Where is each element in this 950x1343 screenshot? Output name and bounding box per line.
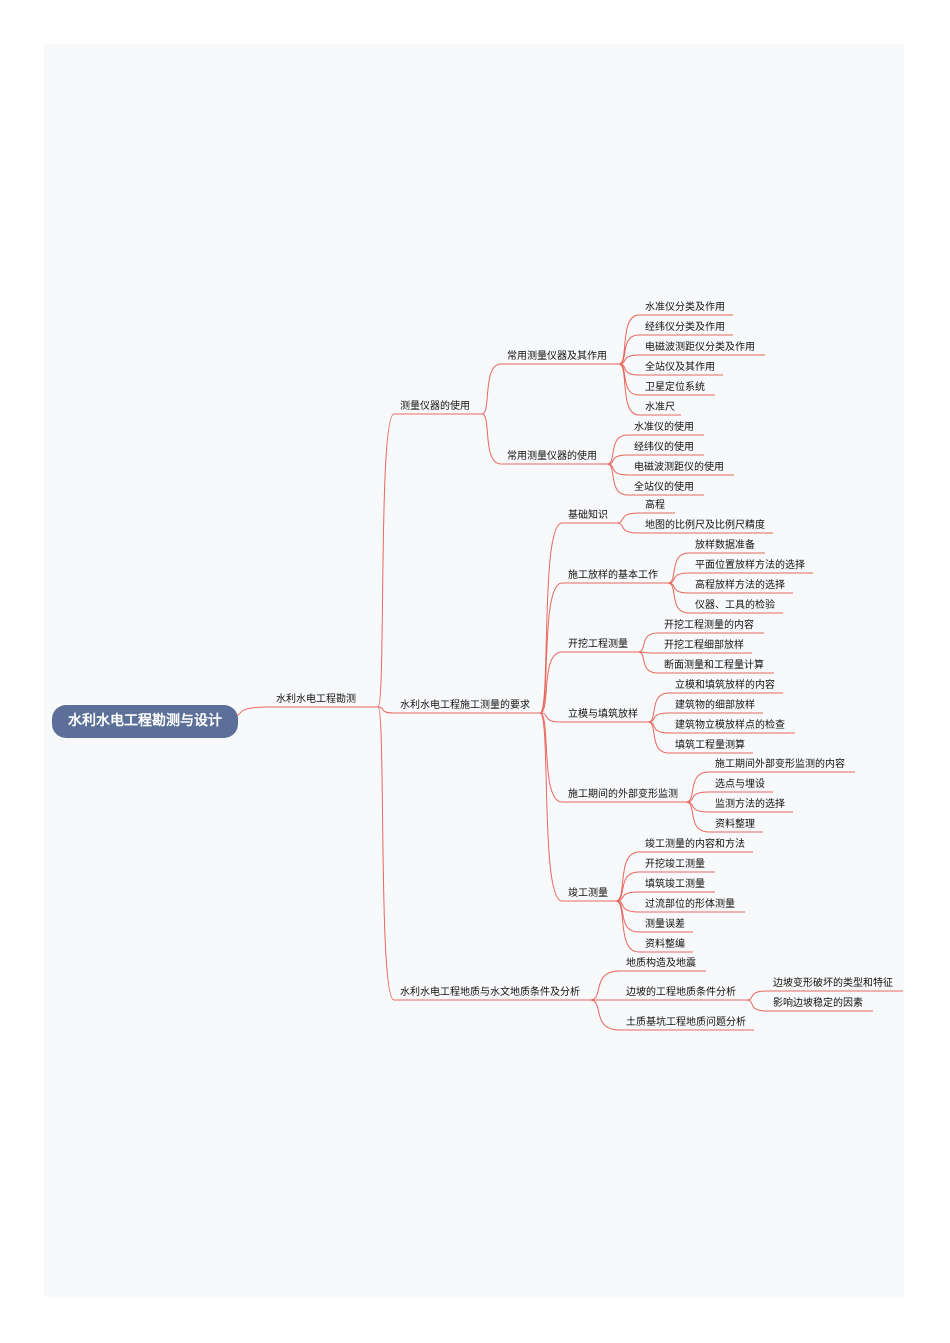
- link-n2: [377, 413, 395, 708]
- link-n12b2: [745, 999, 768, 1012]
- topic-n8a[interactable]: 开挖工程测量的内容: [664, 620, 754, 631]
- link-n8a: [637, 632, 659, 653]
- topic-n11c[interactable]: 填筑竣工测量: [645, 879, 705, 890]
- topic-n3d[interactable]: 全站仪及其作用: [645, 362, 715, 373]
- topic-n3b[interactable]: 经纬仪分类及作用: [645, 322, 725, 333]
- topic-n7c[interactable]: 高程放样方法的选择: [695, 580, 785, 591]
- topic-n12b1[interactable]: 边坡变形破坏的类型和特征: [773, 978, 893, 989]
- link-n4a: [606, 434, 629, 465]
- link-n7b: [667, 572, 690, 584]
- root-topic[interactable]: 水利水电工程勘测与设计: [52, 705, 238, 738]
- link-n12b1: [745, 990, 768, 1001]
- link-n5: [377, 706, 395, 714]
- topic-n8c[interactable]: 断面测量和工程量计算: [664, 660, 764, 671]
- link-n3: [481, 363, 502, 415]
- topic-n10c[interactable]: 监测方法的选择: [715, 799, 785, 810]
- topic-n9d[interactable]: 填筑工程量测算: [675, 740, 745, 751]
- link-n7a: [667, 552, 690, 584]
- topic-n11f[interactable]: 资料整编: [645, 939, 685, 950]
- topic-n3f[interactable]: 水准尺: [645, 402, 675, 413]
- topic-n12a[interactable]: 地质构造及地震: [626, 958, 696, 969]
- link-n4: [481, 413, 502, 465]
- link-n3e: [618, 363, 640, 396]
- link-n10a: [685, 771, 710, 803]
- topic-n7b[interactable]: 平面位置放样方法的选择: [695, 560, 805, 571]
- topic-n4[interactable]: 常用测量仪器的使用: [507, 451, 597, 462]
- topic-n4b[interactable]: 经纬仪的使用: [634, 442, 694, 453]
- topic-n11d[interactable]: 过流部位的形体测量: [645, 899, 735, 910]
- link-n3a: [618, 314, 640, 365]
- topic-n12b[interactable]: 边坡的工程地质条件分析: [626, 987, 736, 998]
- link-n11f: [615, 900, 640, 953]
- topic-n12b2[interactable]: 影响边坡稳定的因素: [773, 998, 863, 1009]
- topic-n5[interactable]: 水利水电工程施工测量的要求: [400, 700, 530, 711]
- topic-n1[interactable]: 水利水电工程勘测: [276, 694, 356, 705]
- topic-n6b[interactable]: 地图的比例尺及比例尺精度: [645, 520, 765, 531]
- link-n6b: [615, 522, 640, 534]
- link-n11e: [615, 900, 640, 933]
- link-n6a: [615, 512, 640, 524]
- topic-n9a[interactable]: 立模和填筑放样的内容: [675, 680, 775, 691]
- topic-n10a[interactable]: 施工期间外部变形监测的内容: [715, 759, 845, 770]
- link-n12: [377, 706, 395, 1001]
- topic-n11b[interactable]: 开挖竣工测量: [645, 859, 705, 870]
- link-n6: [539, 522, 563, 714]
- link-n12c: [589, 999, 621, 1031]
- link-n9d: [647, 721, 670, 754]
- topic-n12c[interactable]: 土质基坑工程地质问题分析: [626, 1017, 746, 1028]
- link-n9: [539, 712, 563, 723]
- topic-n7[interactable]: 施工放样的基本工作: [568, 570, 658, 581]
- link-n7: [539, 582, 563, 714]
- topic-n3[interactable]: 常用测量仪器及其作用: [507, 351, 607, 362]
- link-n11b: [615, 871, 640, 902]
- link-n11: [539, 712, 563, 902]
- link-n3b: [618, 334, 640, 365]
- topic-n8b[interactable]: 开挖工程细部放样: [664, 640, 744, 651]
- topic-n9[interactable]: 立模与填筑放样: [568, 709, 638, 720]
- topic-n6a[interactable]: 高程: [645, 500, 665, 511]
- topic-n12[interactable]: 水利水电工程地质与水文地质条件及分析: [400, 987, 580, 998]
- link-n10: [539, 712, 563, 803]
- topic-n10[interactable]: 施工期间的外部变形监测: [568, 789, 678, 800]
- link-n8c: [637, 651, 659, 674]
- link-n3f: [618, 363, 640, 416]
- topic-n11[interactable]: 竣工测量: [568, 888, 608, 899]
- link-n8: [539, 651, 563, 714]
- link-n9a: [647, 692, 670, 723]
- topic-n7d[interactable]: 仪器、工具的检验: [695, 600, 775, 611]
- topic-n9c[interactable]: 建筑物立模放样点的检查: [675, 720, 785, 731]
- link-n12a: [589, 970, 621, 1001]
- link-n4d: [606, 463, 629, 496]
- topic-n2[interactable]: 测量仪器的使用: [400, 401, 470, 412]
- topic-n4d[interactable]: 全站仪的使用: [634, 482, 694, 493]
- topic-n6[interactable]: 基础知识: [568, 510, 608, 521]
- topic-n9b[interactable]: 建筑物的细部放样: [675, 700, 755, 711]
- mindmap-canvas: [44, 44, 904, 1297]
- topic-n8[interactable]: 开挖工程测量: [568, 639, 628, 650]
- topic-n3a[interactable]: 水准仪分类及作用: [645, 302, 725, 313]
- link-n7d: [667, 582, 690, 614]
- link-n10d: [685, 801, 710, 833]
- topic-n3c[interactable]: 电磁波测距仪分类及作用: [645, 342, 755, 353]
- topic-n11e[interactable]: 测量误差: [645, 919, 685, 930]
- topic-n3e[interactable]: 卫星定位系统: [645, 382, 705, 393]
- topic-n10d[interactable]: 资料整理: [715, 819, 755, 830]
- topic-n11a[interactable]: 竣工测量的内容和方法: [645, 839, 745, 850]
- topic-n4c[interactable]: 电磁波测距仪的使用: [634, 462, 724, 473]
- topic-n7a[interactable]: 放样数据准备: [695, 540, 755, 551]
- topic-n10b[interactable]: 选点与埋设: [715, 779, 765, 790]
- topic-n4a[interactable]: 水准仪的使用: [634, 422, 694, 433]
